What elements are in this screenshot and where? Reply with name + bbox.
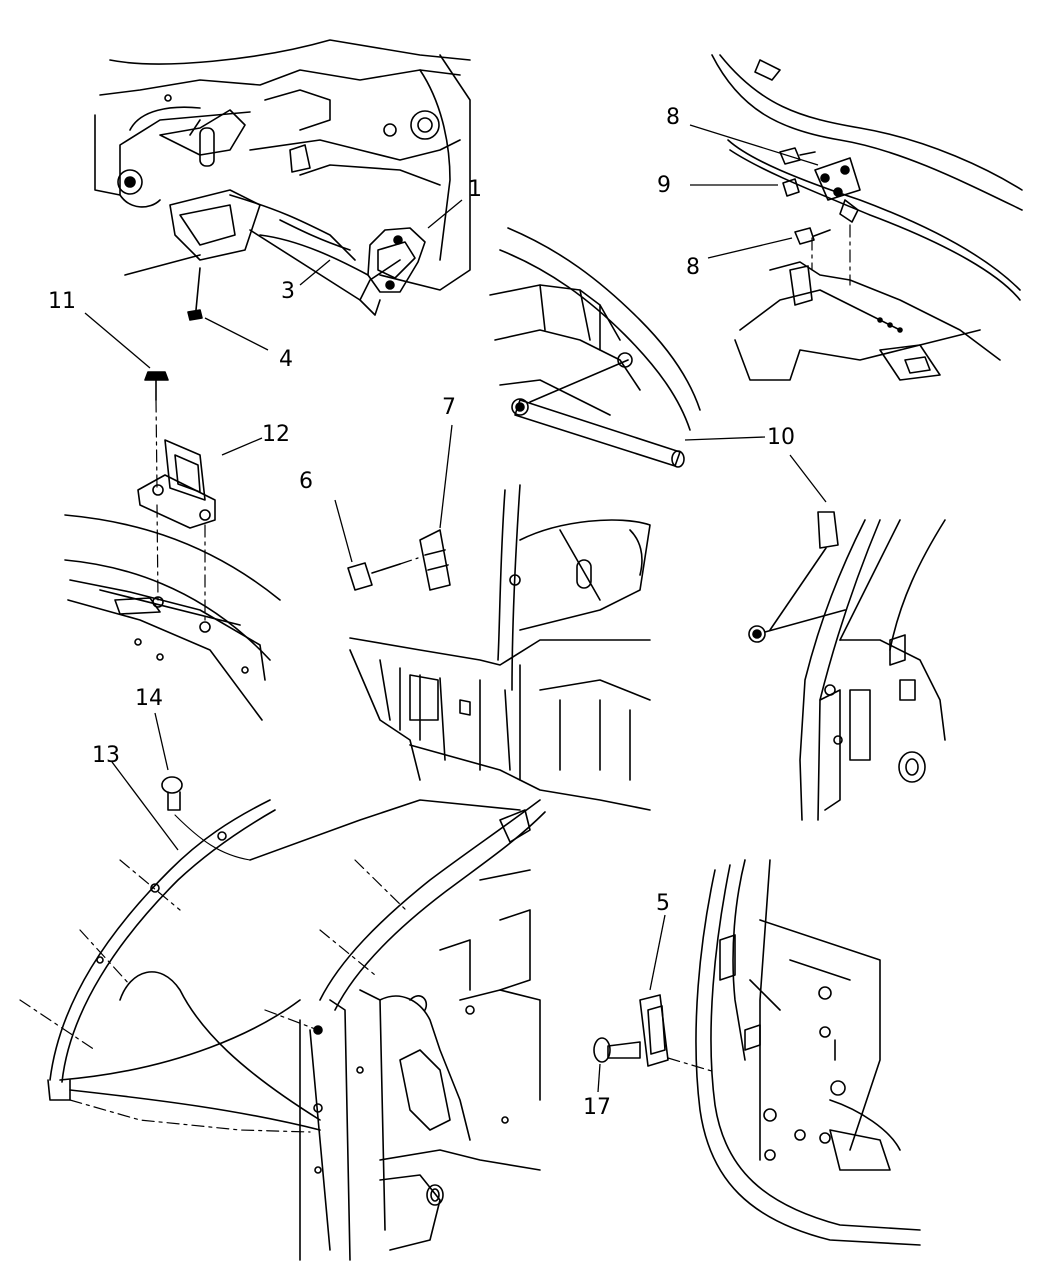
callout-numbers: 1 3 4 5 6 7 8 8 9 10 11 12 13 14 17	[48, 105, 795, 1120]
callout-6: 6	[299, 469, 313, 494]
door-bumper-view	[593, 859, 921, 1246]
callout-7: 7	[442, 395, 456, 420]
gas-strut-upper-view	[489, 227, 701, 468]
liftgate-hinge-view	[711, 54, 1023, 381]
liftgate-latch-view	[94, 39, 471, 321]
callout-5: 5	[656, 891, 670, 916]
gas-strut-lower-view	[748, 511, 946, 821]
callout-8-lower: 8	[686, 255, 700, 280]
callout-4: 4	[279, 347, 293, 372]
striker-view	[64, 371, 281, 721]
callout-3: 3	[281, 279, 295, 304]
callout-11: 11	[48, 289, 76, 314]
body-side-view	[19, 776, 546, 1261]
callout-17: 17	[583, 1095, 611, 1120]
callout-leaders	[84, 124, 827, 1093]
callout-14: 14	[135, 686, 163, 711]
callout-12: 12	[262, 422, 290, 447]
callout-10: 10	[767, 425, 795, 450]
callout-9: 9	[657, 173, 671, 198]
callout-13: 13	[92, 743, 120, 768]
callout-8-upper: 8	[666, 105, 680, 130]
ajar-switch-view	[347, 484, 651, 811]
callout-1: 1	[468, 177, 482, 202]
